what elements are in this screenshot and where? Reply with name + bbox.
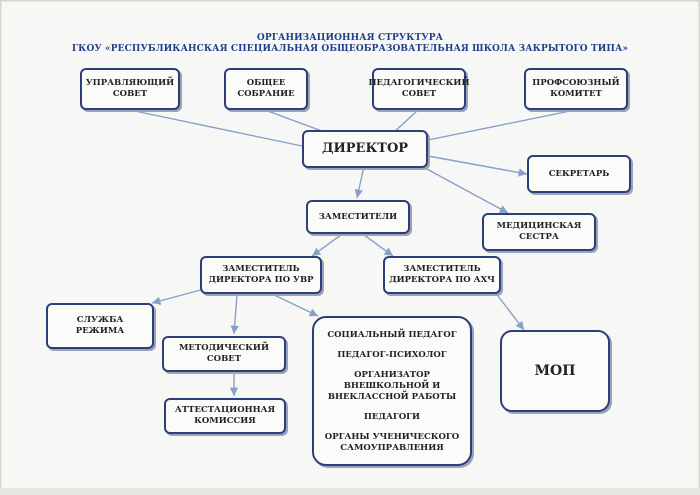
node-profsoyuznyy-komitet: ПРОФСОЮЗНЫЙ КОМИТЕТ xyxy=(524,68,628,110)
node-zam-uvr: ЗАМЕСТИТЕЛЬ ДИРЕКТОРА ПО УВР xyxy=(200,256,322,294)
link-mop xyxy=(497,295,525,331)
link-med-sestra xyxy=(424,167,509,214)
node-meditsinskaya-sestra: МЕДИЦИНСКАЯ СЕСТРА xyxy=(482,213,596,251)
node-staff-group: СОЦИАЛЬНЫЙ ПЕДАГОГ ПЕДАГОГ-ПСИХОЛОГ ОРГА… xyxy=(312,316,472,466)
node-label: СЕКРЕТАРЬ xyxy=(548,168,610,179)
link-metod-sovet xyxy=(230,293,239,335)
node-label: КОМИССИЯ xyxy=(194,416,256,426)
node-label: СОВЕТ xyxy=(112,89,148,99)
link-sekretar xyxy=(427,155,528,177)
node-label: СОБРАНИЕ xyxy=(237,89,295,99)
node-pedagogicheskiy-sovet: ПЕДАГОГИЧЕСКИЙ СОВЕТ xyxy=(369,68,469,110)
node-label: СЛУЖБА xyxy=(76,315,124,325)
node-label: ОРГАНИЗАТОР xyxy=(354,370,430,380)
link-zam-uvr xyxy=(311,231,346,257)
node-label: ДИРЕКТОРА ПО АХЧ xyxy=(389,275,495,285)
node-label: ВНЕШКОЛЬНОЙ И xyxy=(343,381,441,391)
staff-organy: ОРГАНЫ УЧЕНИЧЕСКОГО САМОУПРАВЛЕНИЯ xyxy=(325,432,459,454)
link-upr-sovet xyxy=(129,109,303,147)
staff-organizator: ОРГАНИЗАТОР ВНЕШКОЛЬНОЙ И ВНЕКЛАССНОЙ РА… xyxy=(328,370,456,403)
node-label: ДИРЕКТОРА ПО УВР xyxy=(208,275,314,285)
node-label: СОВЕТ xyxy=(401,89,437,99)
staff-ped-psih: ПЕДАГОГ-ПСИХОЛОГ xyxy=(337,350,446,361)
node-attestatsionnaya-komissiya: АТТЕСТАЦИОННАЯ КОМИССИЯ xyxy=(164,398,286,434)
node-zam-ahch: ЗАМЕСТИТЕЛЬ ДИРЕКТОРА ПО АХЧ xyxy=(383,256,501,294)
node-label: ЗАМЕСТИТЕЛИ xyxy=(318,211,398,222)
node-label: МЕДИЦИНСКАЯ xyxy=(496,221,582,231)
node-label: ОБЩЕЕ xyxy=(246,78,286,88)
node-label: СЕСТРА xyxy=(519,232,559,242)
link-zam-ahch xyxy=(359,231,394,257)
node-label: МЕТОДИЧЕСКИЙ xyxy=(178,343,269,353)
link-zamestiteli xyxy=(354,165,365,199)
node-label: ПРОФСОЮЗНЫЙ xyxy=(532,78,620,88)
node-label: КОМИТЕТ xyxy=(550,89,602,99)
node-label: РЕЖИМА xyxy=(75,326,125,336)
staff-pedagogi: ПЕДАГОГИ xyxy=(364,412,420,423)
node-label: ОРГАНЫ УЧЕНИЧЕСКОГО xyxy=(324,432,460,442)
node-mop: МОП xyxy=(500,330,610,412)
node-upravlyayushchiy-sovet: УПРАВЛЯЮЩИЙ СОВЕТ xyxy=(80,68,180,110)
node-sekretar: СЕКРЕТАРЬ xyxy=(527,155,631,193)
diagram-subtitle: ГКОУ «РЕСПУБЛИКАНСКАЯ СПЕЦИАЛЬНАЯ ОБЩЕОБ… xyxy=(71,44,629,54)
node-label: АТТЕСТАЦИОННАЯ xyxy=(174,405,276,415)
node-label: ЗАМЕСТИТЕЛЬ xyxy=(403,264,481,274)
link-staff xyxy=(267,291,319,317)
node-label: САМОУПРАВЛЕНИЯ xyxy=(340,443,444,453)
node-label: ВНЕКЛАССНОЙ РАБОТЫ xyxy=(327,392,457,402)
node-label: СОВЕТ xyxy=(206,354,242,364)
node-obshchee-sobranie: ОБЩЕЕ СОБРАНИЕ xyxy=(224,68,308,110)
node-label: ПЕДАГОГ-ПСИХОЛОГ xyxy=(337,350,447,360)
node-label: УПРАВЛЯЮЩИЙ xyxy=(85,78,175,88)
node-label: МОП xyxy=(534,362,576,379)
node-label: ПЕДАГОГИ xyxy=(363,412,421,422)
node-zamestiteli: ЗАМЕСТИТЕЛИ xyxy=(306,200,410,234)
staff-soc-ped: СОЦИАЛЬНЫЙ ПЕДАГОГ xyxy=(327,330,456,341)
node-label: СОЦИАЛЬНЫЙ ПЕДАГОГ xyxy=(327,330,457,340)
node-label: ЗАМЕСТИТЕЛЬ xyxy=(222,264,300,274)
link-prof-komitet xyxy=(427,109,576,141)
diagram-title: ОРГАНИЗАЦИОННАЯ СТРУКТУРА xyxy=(256,33,444,43)
node-label: ДИРЕКТОР xyxy=(321,141,409,156)
node-metodicheskiy-sovet: МЕТОДИЧЕСКИЙ СОВЕТ xyxy=(162,336,286,372)
node-label: ПЕДАГОГИЧЕСКИЙ xyxy=(368,78,470,88)
node-sluzhba-rezhima: СЛУЖБА РЕЖИМА xyxy=(46,303,154,349)
node-direktor: ДИРЕКТОР xyxy=(302,130,428,168)
